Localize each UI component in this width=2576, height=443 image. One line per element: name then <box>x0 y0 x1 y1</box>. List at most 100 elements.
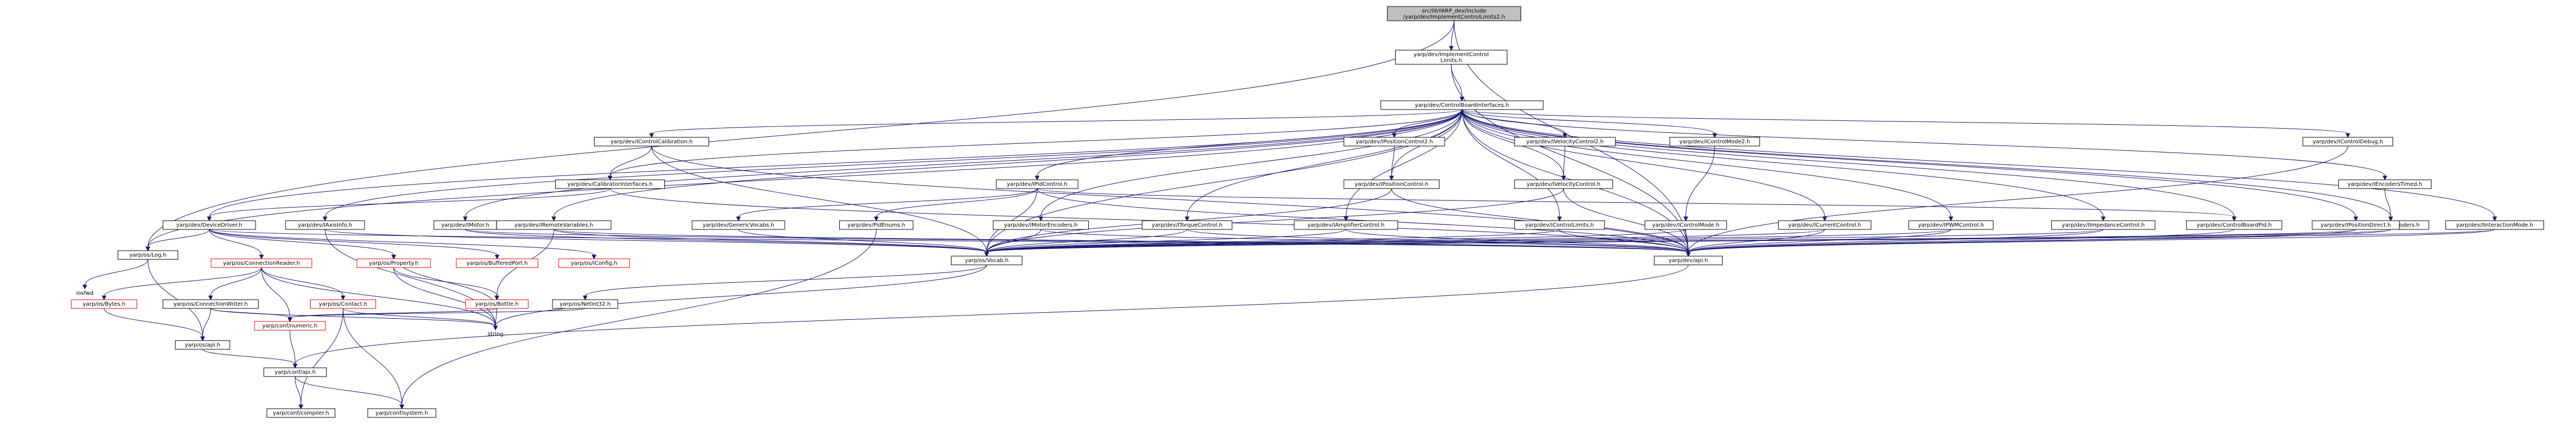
node-ipc[interactable]: yarp/dev/IPositionControl.h <box>1343 179 1440 189</box>
node-netint32[interactable]: yarp/os/NetInt32.h <box>552 299 619 309</box>
edge-icbpid-devapi <box>1688 229 2235 253</box>
node-iremote[interactable]: yarp/dev/IRemoteVariables.h <box>496 220 611 230</box>
edge-icl0-vocab <box>986 229 1560 253</box>
node-devapi[interactable]: yarp/dev/api.h <box>1654 256 1723 265</box>
node-label: /yarp/dev/ImplementControlLimits2.h <box>1403 14 1505 20</box>
node-numeric[interactable]: yarp/conf/numeric.h <box>254 321 326 331</box>
edge-arrowhead <box>101 295 107 301</box>
edge-osapi-confapi <box>202 349 296 365</box>
node-ienct[interactable]: yarp/dev/IEncodersTimed.h <box>2338 179 2432 189</box>
node-imotor[interactable]: yarp/dev/IMotor.h <box>433 220 497 230</box>
node-label: yarp/dev/IMotor.h <box>441 222 489 228</box>
node-box <box>367 408 437 418</box>
node-label: yarp/dev/IInteractionMode.h <box>2456 222 2533 228</box>
edge-arrowhead <box>399 404 404 410</box>
edge-cbi-ivc <box>1462 109 1564 177</box>
node-ipid[interactable]: yarp/dev/IPidControl.h <box>996 179 1078 189</box>
node-contact[interactable]: yarp/os/Contact.h <box>310 299 377 309</box>
node-igvoc[interactable]: yarp/dev/GenericVocabs.h <box>692 220 785 230</box>
edge-cbi-icc <box>651 109 1463 134</box>
node-ipwm[interactable]: yarp/dev/IPWMControl.h <box>1908 220 1994 230</box>
node-bytes[interactable]: yarp/os/Bytes.h <box>71 299 137 309</box>
edge-arrowhead <box>583 295 588 301</box>
node-osapi[interactable]: yarp/os/api.h <box>175 340 231 350</box>
node-label: yarp/conf/compiler.h <box>273 410 329 416</box>
edge-imenc-devapi <box>1040 229 1689 253</box>
node-box <box>1654 256 1723 265</box>
node-label: yarp/dev/IEncodersTimed.h <box>2348 181 2422 187</box>
node-root[interactable]: src/libYARP_dev/include/yarp/dev/Impleme… <box>1387 6 1522 21</box>
node-ivc2[interactable]: yarp/dev/IVelocityControl2.h <box>1514 137 1616 147</box>
node-bufport[interactable]: yarp/os/BufferedPort.h <box>456 258 538 268</box>
edge-imotor-vocab <box>465 229 987 253</box>
node-property[interactable]: yarp/os/Property.h <box>356 258 431 268</box>
node-iimp[interactable]: yarp/dev/IImpedanceControl.h <box>2051 220 2156 230</box>
node-box <box>1294 220 1398 230</box>
node-connwriter[interactable]: yarp/os/ConnectionWriter.h <box>162 299 259 309</box>
edge-ipid-igvoc <box>738 188 1038 217</box>
node-log[interactable]: yarp/os/Log.h <box>117 250 178 260</box>
node-box <box>1514 137 1616 147</box>
node-box <box>71 299 137 309</box>
node-devdriver[interactable]: yarp/dev/DeviceDriver.h <box>162 220 256 230</box>
edge-iimp-vocab <box>986 229 2104 253</box>
node-label: yarp/os/api.h <box>185 342 220 348</box>
node-confapi[interactable]: yarp/conf/api.h <box>263 367 327 377</box>
node-box <box>2051 220 2156 230</box>
edge-ivc2-ivc <box>1563 145 1566 177</box>
node-pidenums[interactable]: yarp/dev/PidEnums.h <box>839 220 914 230</box>
node-label: yarp/dev/IPidControl.h <box>1007 181 1068 187</box>
node-box <box>1778 220 1871 230</box>
edge-cbi-imenc <box>1040 109 1463 217</box>
node-label: yarp/dev/CalibratorInterfaces.h <box>567 181 653 187</box>
node-ipdirect[interactable]: yarp/dev/IPositionDirect.h <box>2312 220 2400 230</box>
node-system[interactable]: yarp/conf/system.h <box>367 408 437 418</box>
node-box <box>951 256 1023 265</box>
node-label: yarp/os/ConnectionReader.h <box>223 260 300 266</box>
node-box <box>2186 220 2282 230</box>
node-box <box>996 179 1078 189</box>
edge-itorque-devapi <box>1186 229 1689 253</box>
edge-cbi-log <box>147 109 1463 247</box>
node-string[interactable]: string <box>488 331 504 337</box>
node-icur[interactable]: yarp/dev/ICurrentControl.h <box>1778 220 1871 230</box>
node-iint[interactable]: yarp/dev/IInteractionMode.h <box>2445 220 2544 230</box>
node-itorque[interactable]: yarp/dev/ITorqueControl.h <box>1142 220 1233 230</box>
node-axisinfo[interactable]: yarp/dev/IAxisInfo.h <box>285 220 365 230</box>
edge-arrowhead <box>1034 175 1040 181</box>
node-label: yarp/dev/IControlCalibration.h <box>610 139 693 145</box>
node-label: yarp/dev/ControlBoardPid.h <box>2197 222 2272 228</box>
node-icl0[interactable]: yarp/dev/IControlLimits.h <box>1514 220 1605 230</box>
edge-arrowhead <box>1038 216 1044 222</box>
node-icl[interactable]: yarp/dev/ImplementControlLimits.h <box>1395 50 1508 65</box>
node-compiler[interactable]: yarp/conf/compiler.h <box>266 408 336 418</box>
edge-connwriter-osapi <box>202 308 211 337</box>
edge-devdriver-log <box>147 229 210 247</box>
node-iconfig[interactable]: yarp/os/IConfig.h <box>558 258 630 268</box>
node-imenc[interactable]: yarp/dev/IMotorEncoders.h <box>992 220 1089 230</box>
node-icm2[interactable]: yarp/dev/IControlMode2.h <box>1669 137 1760 147</box>
node-cbi[interactable]: yarp/dev/ControlBoardInterfaces.h <box>1380 100 1544 110</box>
node-connreader[interactable]: yarp/os/ConnectionReader.h <box>210 258 312 268</box>
edge-numeric-confapi <box>289 330 296 365</box>
node-idebug[interactable]: yarp/dev/IControlDebug.h <box>2302 137 2393 147</box>
edge-cbi-itorque <box>1186 109 1463 217</box>
node-bottle[interactable]: yarp/os/Bottle.h <box>465 299 529 309</box>
edge-arrowhead <box>2353 216 2359 222</box>
node-icc[interactable]: yarp/dev/IControlCalibration.h <box>594 137 710 147</box>
node-iamp[interactable]: yarp/dev/IAmplifierControl.h <box>1294 220 1398 230</box>
edge-bytes-osapi <box>104 308 203 337</box>
edge-calibif-devdriver <box>209 188 610 217</box>
node-vocab[interactable]: yarp/os/Vocab.h <box>951 256 1023 265</box>
edge-cbi-iamp <box>1345 109 1463 217</box>
node-icm[interactable]: yarp/dev/IControlMode.h <box>1644 220 1727 230</box>
node-calibif[interactable]: yarp/dev/CalibratorInterfaces.h <box>555 179 665 189</box>
edge-ipid-pidenums <box>876 188 1038 217</box>
node-iosfwd[interactable]: iosfwd <box>76 290 94 296</box>
node-icbpid[interactable]: yarp/dev/ControlBoardPid.h <box>2186 220 2282 230</box>
node-ivc[interactable]: yarp/dev/IVelocityControl.h <box>1514 179 1613 189</box>
edge-arrowhead <box>298 404 304 410</box>
node-box <box>1380 100 1544 110</box>
node-ipc2[interactable]: yarp/dev/IPositionControl2.h <box>1343 137 1445 147</box>
node-label: yarp/dev/ITorqueControl.h <box>1152 222 1223 228</box>
